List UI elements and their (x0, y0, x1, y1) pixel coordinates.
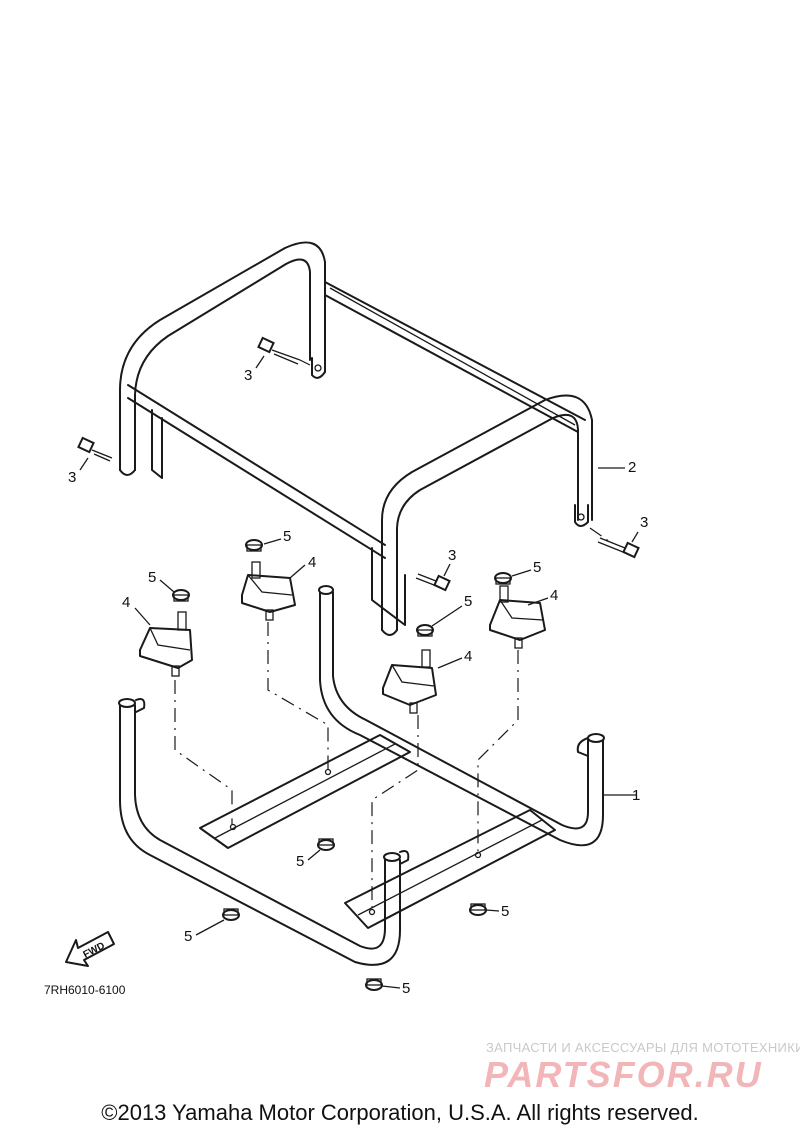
nut-1 (172, 589, 190, 602)
callout-5h: 5 (402, 980, 410, 997)
nut-7 (469, 903, 487, 916)
nut-group (172, 539, 512, 991)
callout-4d: 4 (550, 587, 558, 604)
callout-5a: 5 (148, 569, 156, 586)
bolt-group (77, 336, 640, 592)
watermark-tagline: ЗАПЧАСТИ И АКСЕССУАРЫ ДЛЯ МОТОТЕХНИКИ (486, 1040, 800, 1055)
fwd-arrow-icon: FWD (65, 931, 115, 967)
callout-4a: 4 (122, 594, 130, 611)
callout-3c: 3 (640, 514, 648, 531)
assembly-guide-lines (174, 359, 611, 910)
callout-4c: 4 (464, 648, 472, 665)
rubber-mount-2 (241, 561, 296, 621)
bolt-3 (597, 537, 640, 559)
nut-2 (245, 539, 263, 552)
nut-5 (317, 838, 335, 851)
callout-4b: 4 (308, 554, 316, 571)
rubber-mount-1 (139, 611, 193, 677)
callout-5g: 5 (501, 903, 509, 920)
callout-3d: 3 (448, 547, 456, 564)
callout-3b: 3 (244, 367, 252, 384)
drawing-code: 7RH6010-6100 (44, 983, 126, 997)
nut-4 (494, 572, 512, 585)
bolt-2 (257, 336, 301, 365)
copyright-notice: ©2013 Yamaha Motor Corporation, U.S.A. A… (101, 1100, 699, 1125)
nut-8 (365, 978, 383, 991)
callout-1: 1 (632, 787, 640, 804)
callout-5c: 5 (464, 593, 472, 610)
upper-frame (119, 241, 593, 636)
callout-5f: 5 (184, 928, 192, 945)
callout-3a: 3 (68, 469, 76, 486)
lower-frame (118, 585, 605, 966)
rubber-mount-4 (489, 585, 546, 649)
bolt-1 (77, 436, 113, 462)
callout-5d: 5 (533, 559, 541, 576)
callout-5b: 5 (283, 528, 291, 545)
nut-3 (416, 624, 434, 637)
rubber-mount-3 (382, 649, 437, 714)
callout-2: 2 (628, 459, 636, 476)
callout-group: 1 2 3 3 3 3 4 4 4 4 5 5 5 5 5 5 5 5 (68, 355, 648, 997)
nut-6 (222, 908, 240, 921)
watermark-logo: PARTSFOR.RU (484, 1054, 763, 1095)
rubber-mount-group (139, 561, 546, 714)
bolt-4 (415, 573, 451, 592)
callout-5e: 5 (296, 853, 304, 870)
